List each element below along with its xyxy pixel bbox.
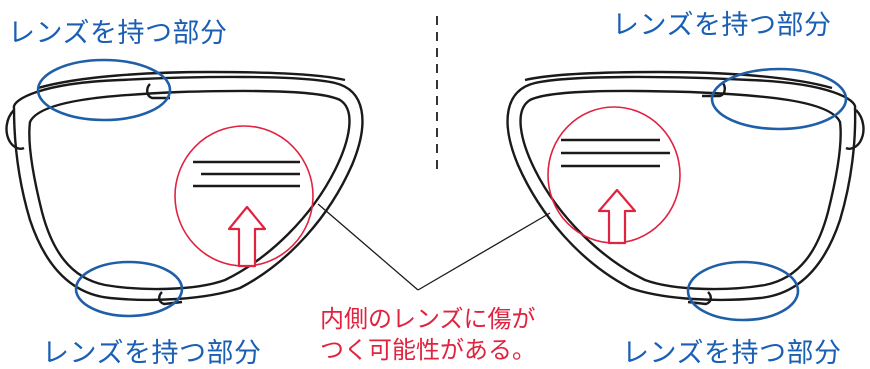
right-bottom-tab xyxy=(687,291,712,306)
left-brow-bar xyxy=(37,70,346,90)
right-up-arrow xyxy=(597,188,637,245)
grip-circle-bottom-left xyxy=(74,260,184,318)
grip-circle-top-left xyxy=(36,58,172,122)
left-lens-outer-rim xyxy=(12,75,364,302)
left-lens xyxy=(5,70,364,306)
left-lens-inner-line xyxy=(28,89,351,291)
grip-circle-bottom-right xyxy=(686,260,800,322)
right-lens xyxy=(506,70,865,306)
left-up-arrow xyxy=(227,205,267,268)
warning-line-1: 内側のレンズに傷が xyxy=(320,305,536,333)
left-bottom-tab xyxy=(158,291,183,306)
grip-label-top-left: レンズを持つ部分 xyxy=(8,18,228,49)
right-hinge xyxy=(845,109,865,150)
right-lens-outer-rim xyxy=(506,75,857,302)
grip-label-bottom-right: レンズを持つ部分 xyxy=(622,338,842,369)
left-hinge xyxy=(5,109,25,150)
left-top-tab xyxy=(146,83,170,100)
right-lens-inner-line xyxy=(519,89,842,291)
grip-label-top-right: レンズを持つ部分 xyxy=(612,10,832,41)
left-scratch-marks xyxy=(193,160,300,188)
warning-text: 内側のレンズに傷が つく可能性がある。 xyxy=(320,304,536,366)
grip-circles xyxy=(36,58,848,322)
warning-leader-lines xyxy=(317,203,551,291)
grip-label-bottom-left: レンズを持つ部分 xyxy=(42,338,262,369)
right-brow-bar xyxy=(524,70,833,90)
warning-line-2: つく可能性がある。 xyxy=(320,336,536,364)
grip-circle-top-right xyxy=(710,67,848,131)
right-scratch-marks xyxy=(561,138,670,168)
